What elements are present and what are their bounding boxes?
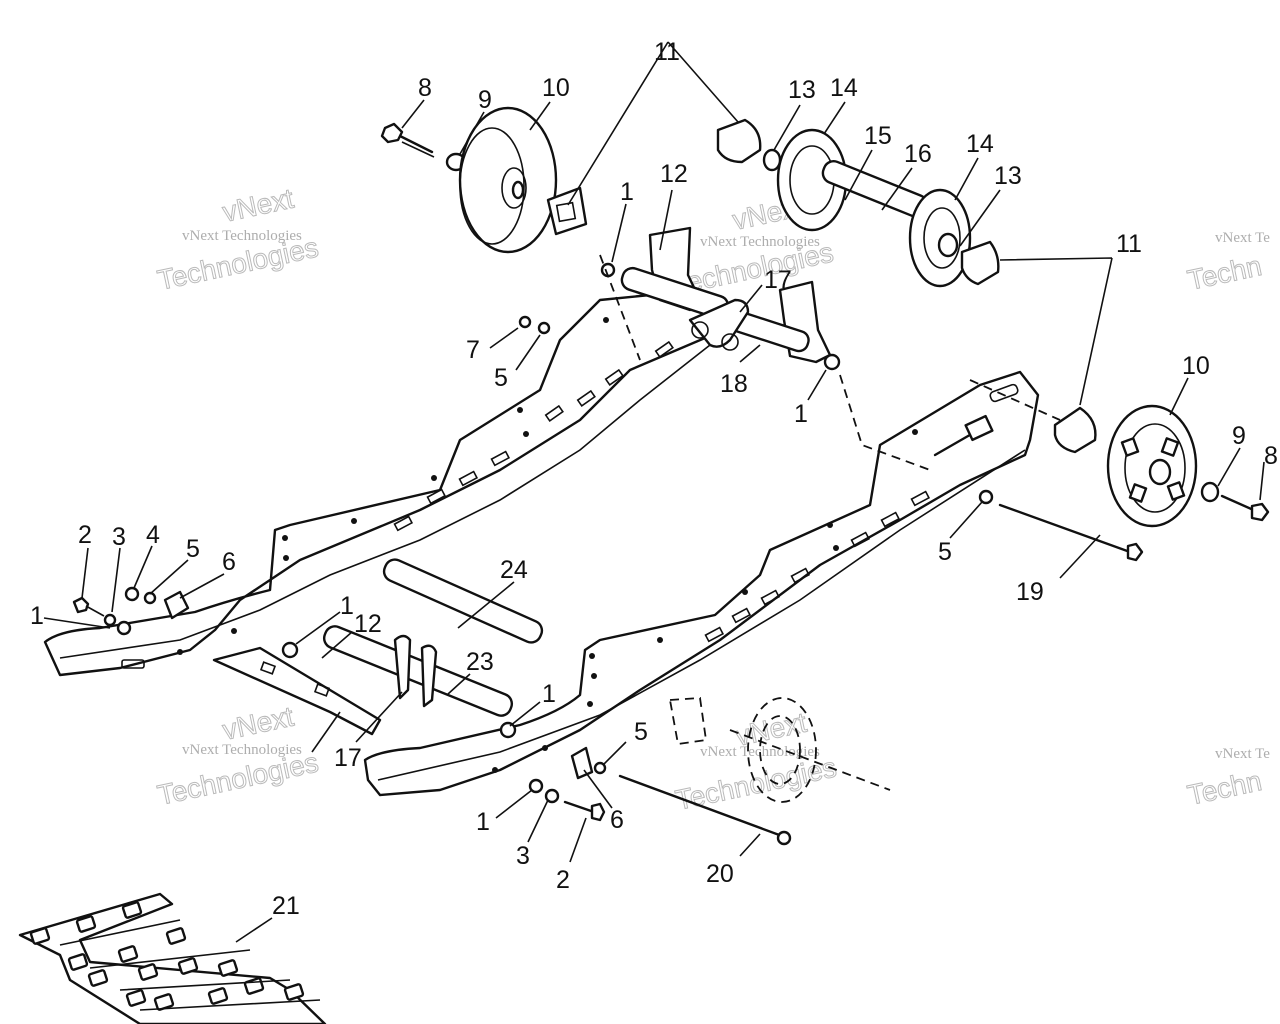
callout-label: 10 xyxy=(542,74,570,102)
upper-left-idler-wheel xyxy=(380,106,588,254)
rail-slots xyxy=(704,490,931,643)
left-slide-rail xyxy=(43,288,718,677)
callout-label: 1 xyxy=(620,178,634,206)
track-section xyxy=(18,892,327,1024)
callout-label: 11 xyxy=(1116,230,1142,258)
watermark-text: vNext xyxy=(220,701,297,746)
callout-label: 6 xyxy=(610,806,624,834)
callout-labels: 8 9 10 11 13 14 15 16 14 13 1 12 11 17 7… xyxy=(30,38,1278,920)
callout-label: 12 xyxy=(660,160,688,188)
callout-label: 1 xyxy=(542,680,556,708)
rail-holes xyxy=(492,429,918,773)
callout-label: 17 xyxy=(764,266,792,294)
callout-label: 6 xyxy=(222,548,236,576)
callout-label: 16 xyxy=(904,140,932,168)
watermark-text: vNext xyxy=(220,183,297,228)
watermark-text: vNext Te xyxy=(1215,746,1270,762)
track-lugs xyxy=(29,901,305,1011)
callout-label: 13 xyxy=(994,162,1022,190)
watermark-text: vNext Technologies xyxy=(182,228,302,244)
optional-wheel-dashed xyxy=(599,254,1061,803)
callout-label: 13 xyxy=(788,76,816,104)
callout-label: 5 xyxy=(186,535,200,563)
callout-label: 3 xyxy=(516,842,530,870)
callout-label: 11 xyxy=(654,38,680,66)
callout-label: 1 xyxy=(340,592,354,620)
callout-label: 1 xyxy=(794,400,808,428)
watermark-group: vNext Technologies vNext Technologies vN… xyxy=(154,182,1270,816)
watermark-text: vNext Technologies xyxy=(700,234,820,250)
watermark-text: Techn xyxy=(1185,250,1265,296)
right-slide-rail xyxy=(363,370,1040,797)
callout-label: 1 xyxy=(476,808,490,836)
watermark-text: Techn xyxy=(1185,765,1265,811)
callout-label: 5 xyxy=(938,538,952,566)
callout-label: 5 xyxy=(494,364,508,392)
callout-label: 8 xyxy=(418,74,432,102)
callout-label: 15 xyxy=(864,122,892,150)
callout-label: 2 xyxy=(556,866,570,894)
callout-label: 19 xyxy=(1016,578,1044,606)
callout-label: 12 xyxy=(354,610,382,638)
watermark-text: Technologies xyxy=(673,752,839,816)
callout-label: 24 xyxy=(500,556,528,584)
callout-label: 5 xyxy=(634,718,648,746)
lower-bracket xyxy=(212,646,382,736)
watermark-text: vNext Te xyxy=(1215,230,1270,246)
leader-lines xyxy=(43,41,1265,943)
front-torque-arm xyxy=(620,226,832,364)
callout-label: 8 xyxy=(1264,442,1278,470)
callout-label: 10 xyxy=(1182,352,1210,380)
callout-label: 7 xyxy=(466,336,480,364)
callout-label: 2 xyxy=(78,521,92,549)
callout-label: 18 xyxy=(720,370,748,398)
rear-cross-shafts xyxy=(281,558,544,739)
watermark-text: vNext Technologies xyxy=(182,742,302,758)
callout-label: 9 xyxy=(478,86,492,114)
rail-slots xyxy=(393,340,674,532)
callout-label: 14 xyxy=(966,130,994,158)
front-left-fasteners xyxy=(72,262,841,636)
callout-label: 21 xyxy=(272,892,300,920)
callout-label: 20 xyxy=(706,860,734,888)
rear-right-fasteners xyxy=(528,414,1144,846)
callout-label: 23 xyxy=(466,648,494,676)
callout-label: 17 xyxy=(334,744,362,772)
callout-label: 9 xyxy=(1232,422,1246,450)
callout-label: 1 xyxy=(30,602,44,630)
callout-label: 3 xyxy=(112,523,126,551)
rear-idler-wheel xyxy=(1053,404,1270,528)
callout-label: 4 xyxy=(146,521,160,549)
upper-axle-wheel-set xyxy=(716,118,1000,288)
rail-holes xyxy=(177,317,609,655)
callout-label: 14 xyxy=(830,74,858,102)
